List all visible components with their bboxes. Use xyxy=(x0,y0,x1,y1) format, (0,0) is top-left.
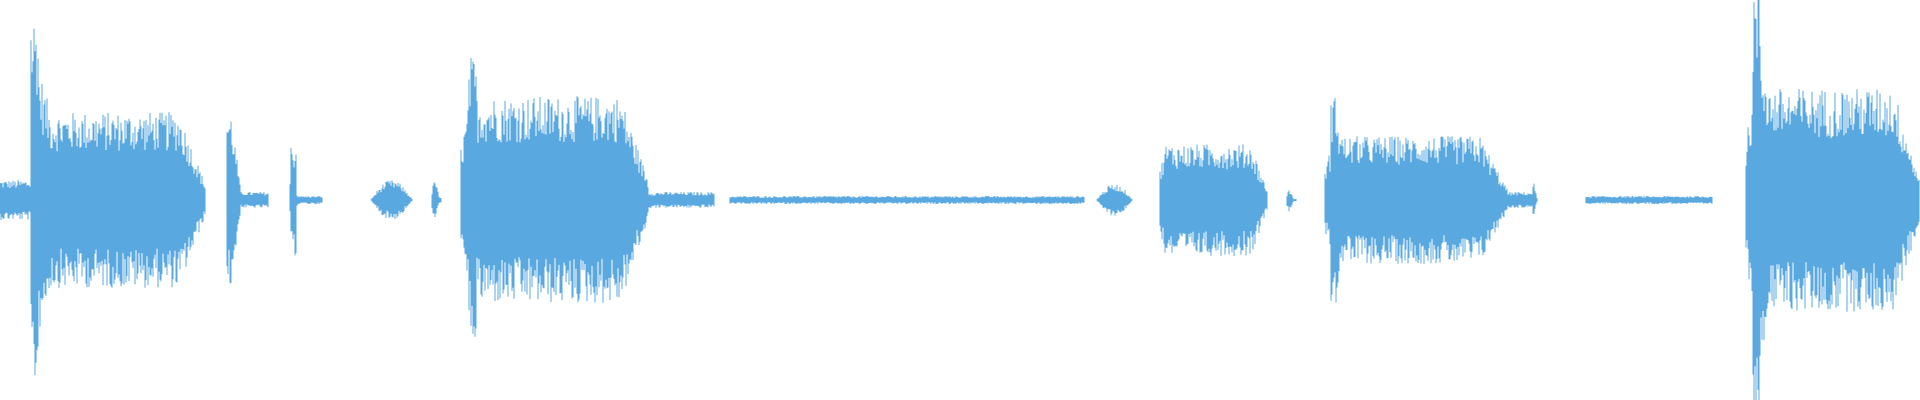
waveform-graphic xyxy=(0,0,1920,400)
audio-waveform xyxy=(0,0,1920,400)
waveform-path xyxy=(0,0,1920,400)
waveform-bars xyxy=(0,0,1920,400)
